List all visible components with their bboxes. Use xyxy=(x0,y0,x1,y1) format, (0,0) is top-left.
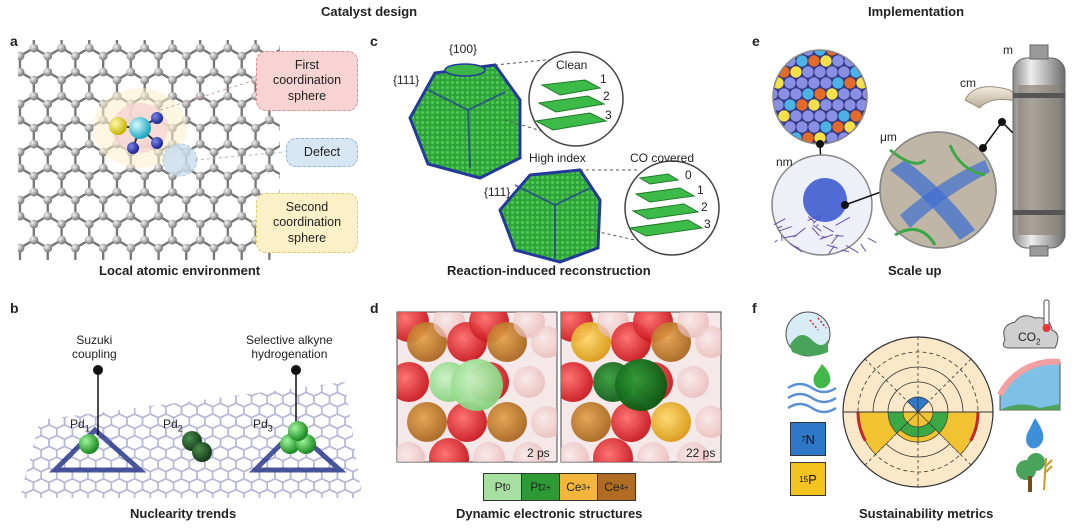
water-drop-icon xyxy=(1026,418,1043,448)
thermometer-icon xyxy=(1044,300,1049,326)
leaf-drop-icon xyxy=(814,364,831,388)
nitrogen-element-box: 7N xyxy=(790,422,826,456)
panel-f-caption: Sustainability metrics xyxy=(859,506,993,521)
wheat-icon xyxy=(1044,458,1052,490)
water-waves-icon xyxy=(788,384,836,412)
co2-label: CO2 xyxy=(1018,330,1040,346)
phosphorus-element-box: 15P xyxy=(790,462,826,496)
